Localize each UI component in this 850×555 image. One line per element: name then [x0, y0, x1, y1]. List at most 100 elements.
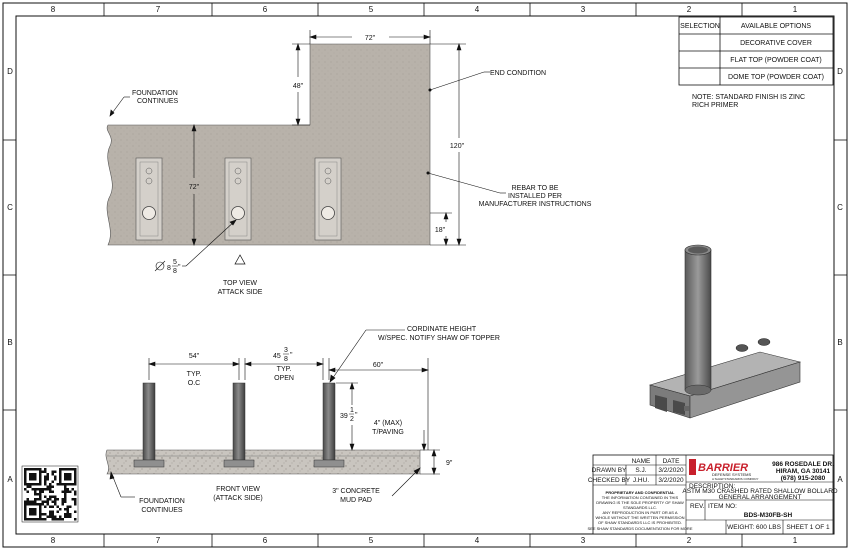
isometric-view — [648, 244, 802, 419]
row-label: C — [7, 203, 13, 212]
dim-39-whole: 39 — [340, 413, 348, 420]
dim-39-num: 1 — [350, 407, 354, 414]
front-view: 54" TYP. O.C 45 3 8 " TYP. OPEN 60" 39 1… — [105, 326, 500, 514]
dim-45-whole: 45 — [273, 353, 281, 360]
finish-note: RICH PRIMER — [692, 102, 738, 109]
proprietary-line: OF SHAW STANDARDS LLC IS PROHIBITED. — [598, 520, 682, 525]
diameter-callout: 8 5 8 " — [154, 259, 181, 275]
title-block: NAME DATE DRAWN BY S.J. 3/2/2020 CHECKED… — [588, 454, 838, 535]
dim-72-side: 72" — [189, 184, 200, 191]
dim-18: 18" — [435, 227, 446, 234]
row-label: A — [837, 475, 843, 484]
foundation-label: CONTINUES — [141, 507, 183, 514]
dim-45-num: 3 — [284, 347, 288, 354]
description-label: DESCRIPTION: — [689, 483, 735, 490]
options-selection-header: SELECTION — [680, 23, 720, 30]
base-plate — [135, 157, 163, 241]
address-line: HIRAM, GA 30141 — [776, 468, 831, 475]
options-table: SELECTION AVAILABLE OPTIONS DECORATIVE C… — [678, 16, 834, 109]
tb-date-header: DATE — [663, 458, 681, 465]
dim-39-callout: 39 1 2 " — [340, 407, 358, 423]
diameter-unit: " — [178, 264, 181, 271]
dim-45-callout: 45 3 8 " — [273, 347, 293, 363]
foundation-label: FOUNDATION — [139, 498, 185, 505]
col-label: 6 — [263, 5, 268, 14]
paving-label: T/PAVING — [372, 429, 404, 436]
dim-72-top: 72" — [365, 35, 376, 42]
top-view-subtitle: ATTACK SIDE — [218, 289, 263, 296]
row-label: B — [7, 338, 12, 347]
dim-39-den: 2 — [350, 416, 354, 423]
dim-39-unit: " — [355, 412, 358, 419]
proprietary-line: WHOLE WITHOUT THE WRITTEN PERMISSION — [596, 515, 685, 520]
mudpad-note: 3" CONCRETE — [332, 488, 380, 495]
front-view-title: FRONT VIEW — [216, 486, 260, 493]
row-label: A — [7, 475, 13, 484]
dim-45-den: 8 — [284, 356, 288, 363]
option-row: FLAT TOP (POWDER COAT) — [730, 57, 821, 64]
col-label: 4 — [475, 5, 480, 14]
sheet-border — [2, 2, 848, 548]
col-label: 7 — [156, 5, 161, 14]
paving-max: 4" (MAX) — [374, 420, 402, 427]
foundation-label: CONTINUES — [137, 98, 179, 105]
coord-height-note: W/SPEC. NOTIFY SHAW OF TOPPER — [378, 335, 500, 342]
dim-45-unit: " — [290, 352, 293, 359]
attack-direction-icon — [234, 254, 246, 265]
company-tag: A SHAW STANDARDS COMPANY — [712, 477, 758, 481]
company-sub: DEFENSE SYSTEMS — [712, 472, 751, 477]
col-label: 4 — [475, 536, 480, 545]
dim-60: 60" — [373, 362, 384, 369]
tb-checked-by-label: CHECKED BY — [588, 477, 631, 484]
company-logo: BARRIER DEFENSE SYSTEMS A SHAW STANDARDS… — [689, 459, 758, 481]
proprietary-line: PROPRIETARY AND CONFIDENTIAL — [606, 490, 675, 495]
dim-45-open: OPEN — [274, 375, 294, 382]
small-note: SEE SHAW STANDARDS DOCUMENTATION FOR MOR… — [588, 526, 693, 531]
proprietary-line: STANDARDS LLC. — [623, 505, 657, 510]
col-label: 8 — [51, 536, 56, 545]
proprietary-notice: PROPRIETARY AND CONFIDENTIAL THE INFORMA… — [596, 490, 685, 525]
col-label: 5 — [369, 536, 374, 545]
top-view-title: TOP VIEW — [223, 280, 257, 287]
diameter-whole: 8 — [167, 265, 171, 272]
company-name: BARRIER — [698, 462, 748, 474]
item-label: ITEM NO: — [708, 503, 737, 510]
col-label: 2 — [687, 5, 692, 14]
dim-120: 120" — [450, 143, 465, 150]
rebar-note: INSTALLED PER — [508, 193, 562, 200]
finish-note: NOTE: STANDARD FINISH IS ZINC — [692, 94, 805, 101]
proprietary-line: THE INFORMATION CONTAINED IN THIS — [602, 495, 679, 500]
col-label: 6 — [263, 536, 268, 545]
item-number: BDS-M30FB-SH — [744, 512, 793, 519]
option-row: DOME TOP (POWDER COAT) — [728, 74, 824, 81]
sheet-number: SHEET 1 OF 1 — [786, 524, 830, 531]
address-line: 986 ROSEDALE DR. — [772, 461, 834, 468]
dim-45-typ: TYP. — [277, 366, 292, 373]
row-label: D — [7, 67, 13, 76]
column-labels-bottom: 8 7 6 5 4 3 2 1 — [51, 536, 798, 545]
dim-48: 48" — [293, 83, 304, 90]
mudpad-note: MUD PAD — [340, 497, 372, 504]
rev-label: REV. — [690, 503, 705, 510]
col-label: 5 — [369, 5, 374, 14]
end-condition-label: END CONDITION — [490, 70, 546, 77]
description-line: ASTM M30 CRASHED RATED SHALLOW BOLLARD — [682, 488, 837, 495]
col-label: 8 — [51, 5, 56, 14]
column-labels-top: 8 7 6 5 4 3 2 1 — [51, 5, 798, 14]
row-label: C — [837, 203, 843, 212]
tb-checked-date: 3/2/2020 — [658, 477, 684, 484]
proprietary-line: DRAWING IS THE SOLE PROPERTY OF SHAW — [596, 500, 684, 505]
tb-drawn-date: 3/2/2020 — [658, 467, 684, 474]
rebar-note: REBAR TO BE — [512, 185, 559, 192]
dim-9: 9" — [446, 460, 453, 467]
dim-54-typ: TYP. — [187, 371, 202, 378]
diameter-den: 8 — [173, 268, 177, 275]
col-label: 3 — [581, 536, 586, 545]
option-row: DECORATIVE COVER — [740, 40, 812, 47]
tb-drawn-by-label: DRAWN BY — [592, 467, 627, 474]
top-view: 72" 48" 72" 120" 18" END CONDITION FOUND… — [106, 30, 592, 296]
col-label: 1 — [793, 5, 798, 14]
bollard-post — [223, 382, 255, 468]
